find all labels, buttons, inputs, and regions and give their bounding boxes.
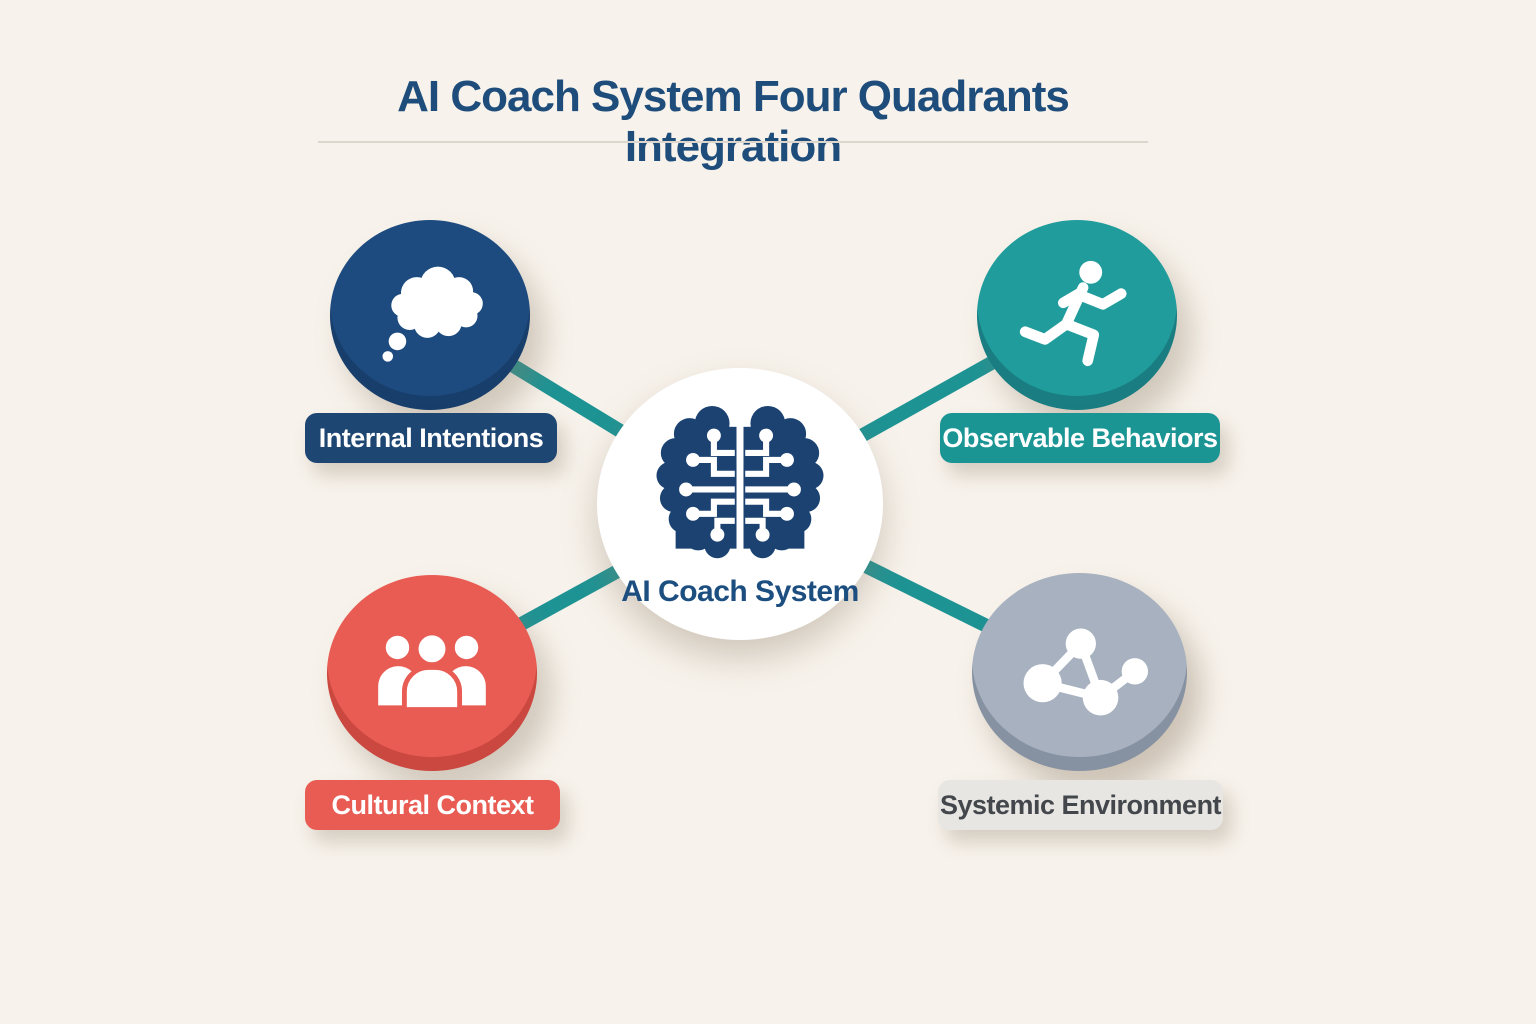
running-person-icon [1019, 260, 1127, 367]
title-divider [318, 141, 1148, 143]
quadrant-node-cultural-context [327, 575, 537, 771]
quadrant-label-text: Cultural Context [331, 789, 534, 820]
quadrant-label-text: Systemic Environment [939, 789, 1222, 820]
quadrant-node-systemic-environment [972, 573, 1187, 771]
quadrant-node-internal-intentions [330, 220, 530, 410]
quadrant-node-observable-behaviors [977, 220, 1177, 410]
quadrant-label-internal-intentions: Internal Intentions [305, 413, 557, 463]
people-group-icon [378, 630, 486, 712]
quadrant-label-observable-behaviors: Observable Behaviors [940, 413, 1220, 463]
center-hub: AI Coach System [597, 368, 883, 640]
center-hub-label: AI Coach System [621, 575, 859, 608]
quadrant-label-text: Internal Intentions [318, 422, 544, 453]
page-title: AI Coach System Four Quadrants Integrati… [397, 72, 1070, 171]
quadrant-label-systemic-environment: Systemic Environment [938, 780, 1223, 830]
circuit-brain-icon [656, 405, 824, 559]
quadrant-label-text: Observable Behaviors [942, 422, 1218, 453]
network-nodes-icon [1023, 628, 1149, 716]
thought-bubble-icon [382, 266, 483, 362]
quadrant-label-cultural-context: Cultural Context [305, 780, 560, 830]
